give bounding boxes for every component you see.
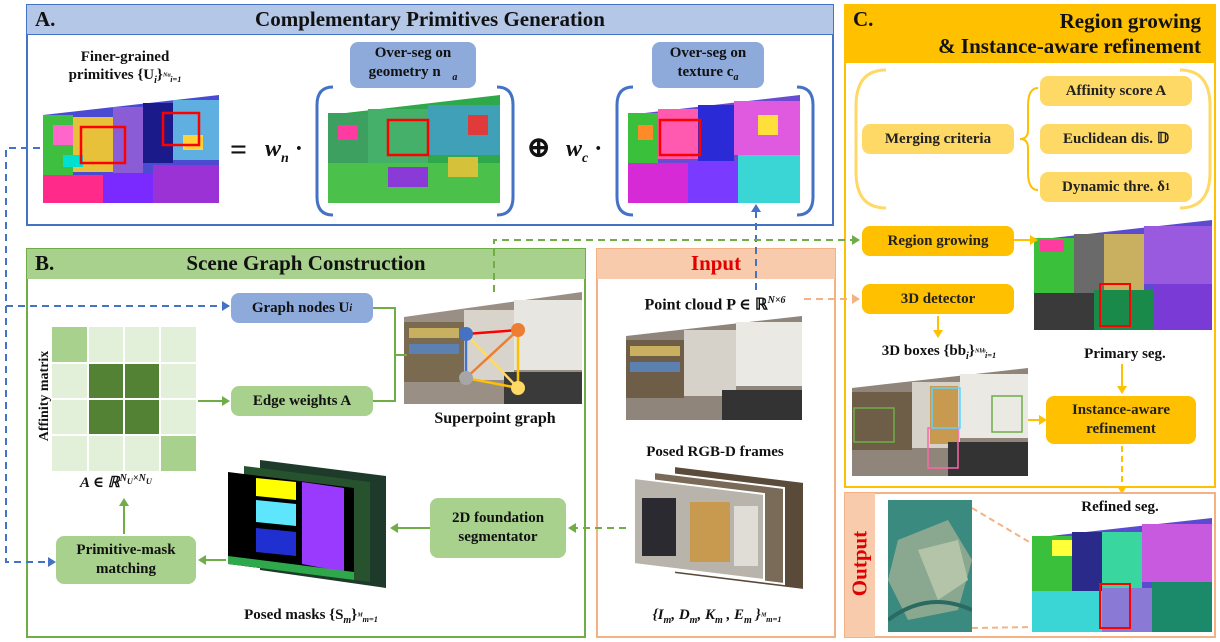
posed-masks-image	[226, 460, 386, 588]
panel-input-header: Input	[597, 249, 835, 279]
weight-wc: wc ·	[566, 136, 603, 166]
panel-a-letter: A.	[35, 7, 56, 31]
merging-criteria-box: Merging criteria	[862, 124, 1014, 154]
panel-a-title: Complementary Primitives Generation	[255, 7, 605, 31]
edge-weights-box: Edge weights A	[231, 386, 373, 416]
geometry-overseg-image	[328, 95, 500, 203]
geometry-overseg-label: Over-seg on geometry n⃗a	[350, 42, 476, 88]
primary-seg-label: Primary seg.	[1084, 346, 1166, 362]
panel-b-title: Scene Graph Construction	[186, 251, 426, 275]
geometry-bracket	[315, 85, 515, 217]
oplus-sign: ⊕	[526, 131, 552, 164]
rgbd-frames-image	[630, 466, 804, 590]
texture-overseg-image	[628, 95, 800, 203]
superpoint-graph-image	[404, 292, 582, 404]
finer-primitives-label: Finer-grained primitives {Ui}ᴺᵘi=1	[68, 49, 182, 86]
panel-c-letter: C.	[853, 7, 874, 31]
arrow-boxes-refinement	[1028, 412, 1048, 428]
output-zoom-image	[888, 500, 972, 632]
panel-c-title-line2: & Instance-aware refinement	[938, 34, 1201, 58]
frames-formula: {Im, Dm, Km , Em }ᴹm=1	[652, 607, 782, 626]
arrow-detector-boxes	[930, 316, 946, 340]
panel-b-header: B. Scene Graph Construction	[27, 249, 585, 279]
panel-output-title: Output	[847, 530, 872, 597]
matrix-formula: A ∈ ℝNU×NU	[80, 473, 152, 491]
point-cloud-label: Point cloud P ∈ ℝN×6	[644, 295, 786, 314]
panel-output-header: Output	[845, 493, 875, 637]
panel-c-title-line1: Region growing	[1059, 9, 1201, 33]
panel-a-header: A. Complementary Primitives Generation	[27, 5, 833, 35]
texture-bracket	[615, 85, 815, 217]
panel-input-title: Input	[690, 251, 742, 275]
posed-masks-label: Posed masks {Sm}ᴹm=1	[244, 607, 378, 626]
point-cloud-image	[626, 316, 802, 420]
arrow-masks-matching	[198, 552, 228, 568]
arrow-refinement-output	[1114, 446, 1130, 496]
3d-boxes-label: 3D boxes {bbi}ᴺᵇᵇi=1	[881, 343, 997, 362]
arrow-matrix-edges	[196, 393, 232, 409]
foundation-segmentator-box: 2D foundation segmentator	[430, 498, 566, 558]
affinity-score-box: Affinity score A	[1040, 76, 1192, 106]
equals-sign: =	[230, 133, 248, 166]
primary-seg-image	[1034, 220, 1212, 330]
arrow-region-primary	[1014, 232, 1040, 248]
texture-overseg-label: Over-seg on texture ca	[652, 42, 764, 88]
weight-wn: wn ·	[265, 136, 303, 166]
panel-c-header: C. Region growing & Instance-aware refin…	[845, 5, 1215, 63]
primitive-mask-matching-box: Primitive-mask matching	[56, 536, 196, 584]
refined-seg-image	[1032, 518, 1212, 632]
instance-refinement-box: Instance-aware refinement	[1046, 396, 1196, 444]
rgbd-frames-label: Posed RGB-D frames	[646, 444, 784, 460]
3d-detector-box: 3D detector	[862, 284, 1014, 314]
refined-seg-label: Refined seg.	[1081, 499, 1159, 515]
arrow-primary-refinement	[1114, 364, 1130, 396]
criteria-brace	[852, 66, 1214, 212]
affinity-matrix	[52, 327, 196, 471]
finer-primitives-image	[43, 95, 219, 203]
nodes-edges-connector	[373, 300, 413, 410]
arrow-matching-up	[116, 496, 132, 536]
superpoint-graph-label: Superpoint graph	[434, 410, 556, 427]
arrow-segmentator-masks	[388, 520, 432, 536]
region-growing-box: Region growing	[862, 226, 1014, 256]
3d-boxes-image	[852, 368, 1028, 476]
euclidean-box: Euclidean dis. 𝔻	[1040, 124, 1192, 154]
